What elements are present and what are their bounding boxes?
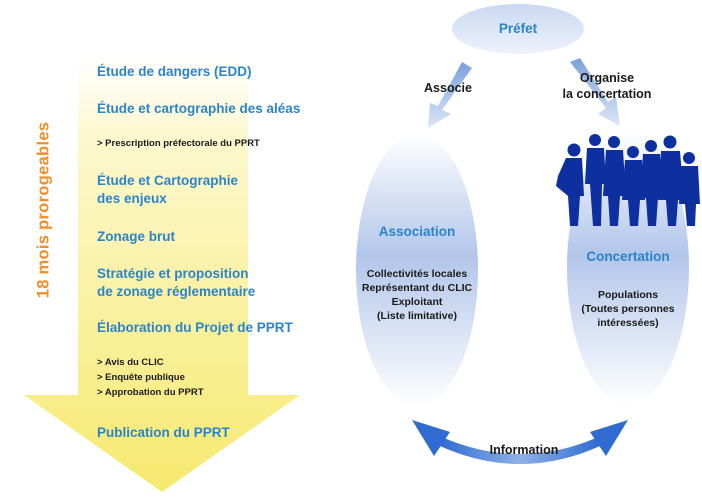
information-arrow bbox=[440, 438, 600, 464]
association-member-4: (Liste limitative) bbox=[377, 310, 457, 322]
concertation-title: Concertation bbox=[586, 249, 670, 264]
step-edd: Étude de dangers (EDD) bbox=[97, 64, 252, 79]
step-publication: Publication du PPRT bbox=[97, 425, 230, 440]
concertation-member-3: intéressées) bbox=[597, 317, 659, 329]
step-aleas: Étude et cartographie des aléas bbox=[97, 101, 301, 116]
step-enquete: > Enquête publique bbox=[97, 372, 185, 383]
prefet-ellipse bbox=[452, 4, 584, 54]
association-member-1: Collectivités locales bbox=[366, 268, 468, 280]
step-prescription: > Prescription préfectorale du PPRT bbox=[97, 138, 260, 149]
step-avis: > Avis du CLIC bbox=[97, 357, 164, 368]
concertation-member-1: Populations bbox=[597, 289, 659, 301]
prefet-label: Préfet bbox=[498, 21, 538, 36]
organise-arrow bbox=[570, 58, 620, 126]
association-title: Association bbox=[378, 224, 456, 239]
association-ellipse bbox=[356, 134, 478, 406]
associe-label: Associe bbox=[424, 81, 472, 95]
step-enjeux-line2: des enjeux bbox=[97, 191, 167, 206]
association-member-3: Exploitant bbox=[391, 296, 443, 308]
information-label: Information bbox=[489, 443, 559, 457]
step-strategie-line2: de zonage réglementaire bbox=[97, 284, 256, 299]
associe-arrow bbox=[428, 62, 472, 128]
people-silhouettes-icon bbox=[556, 134, 700, 226]
timeline-arrow bbox=[24, 58, 300, 492]
step-strategie-line1: Stratégie et proposition bbox=[97, 266, 249, 281]
step-enjeux-line1: Étude et Cartographie bbox=[97, 173, 239, 188]
step-approbation: > Approbation du PPRT bbox=[97, 387, 204, 398]
information-arrowhead-right bbox=[590, 420, 628, 456]
duration-label: 18 mois prorogeables bbox=[34, 121, 53, 299]
information-arrowhead-left bbox=[412, 420, 450, 456]
concertation-member-2: (Toutes personnes bbox=[581, 303, 675, 315]
step-elaboration: Élaboration du Projet de PPRT bbox=[97, 320, 293, 335]
organise-label-line1: Organise bbox=[579, 71, 635, 85]
step-zonage-brut: Zonage brut bbox=[97, 229, 175, 244]
organise-label-line2: la concertation bbox=[562, 87, 652, 101]
association-member-2: Représentant du CLIC bbox=[361, 282, 473, 294]
